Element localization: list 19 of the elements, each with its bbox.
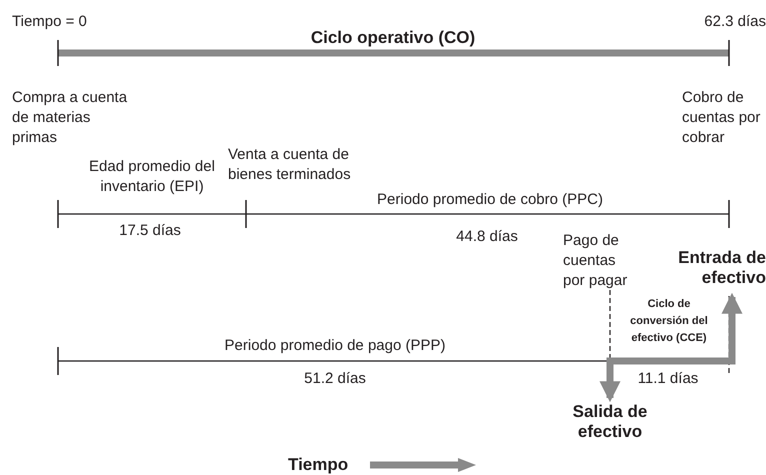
cash-flow-label: Entrada de efectivo xyxy=(662,248,766,288)
duration-label: 51.2 días xyxy=(303,369,367,389)
period-title: Ciclo operativo (CO) xyxy=(310,28,476,48)
event-label: Venta a cuenta de bienes terminados xyxy=(228,145,352,185)
period-title: Ciclo de conversión del efectivo (CCE) xyxy=(629,297,709,346)
cash-flow-label: Salida de efectivo xyxy=(550,402,670,442)
period-title: Edad promedio del inventario (EPI) xyxy=(88,157,216,197)
period-title: Periodo promedio de cobro (PPC) xyxy=(376,190,604,210)
arrow xyxy=(600,292,742,402)
time-label: Tiempo = 0 xyxy=(12,12,88,32)
duration-label: 44.8 días xyxy=(455,227,519,247)
axis-title: Tiempo xyxy=(288,455,350,475)
period-title: Periodo promedio de pago (PPP) xyxy=(224,336,446,356)
duration-label: 17.5 días xyxy=(118,221,182,241)
duration-label: 62.3 días xyxy=(703,12,766,32)
duration-label: 11.1 días xyxy=(636,369,700,389)
event-label: Compra a cuenta de materias primas xyxy=(12,88,128,148)
event-label: Cobro de cuentas por cobrar xyxy=(682,88,762,148)
event-label: Pago de cuentas por pagar xyxy=(563,231,628,291)
